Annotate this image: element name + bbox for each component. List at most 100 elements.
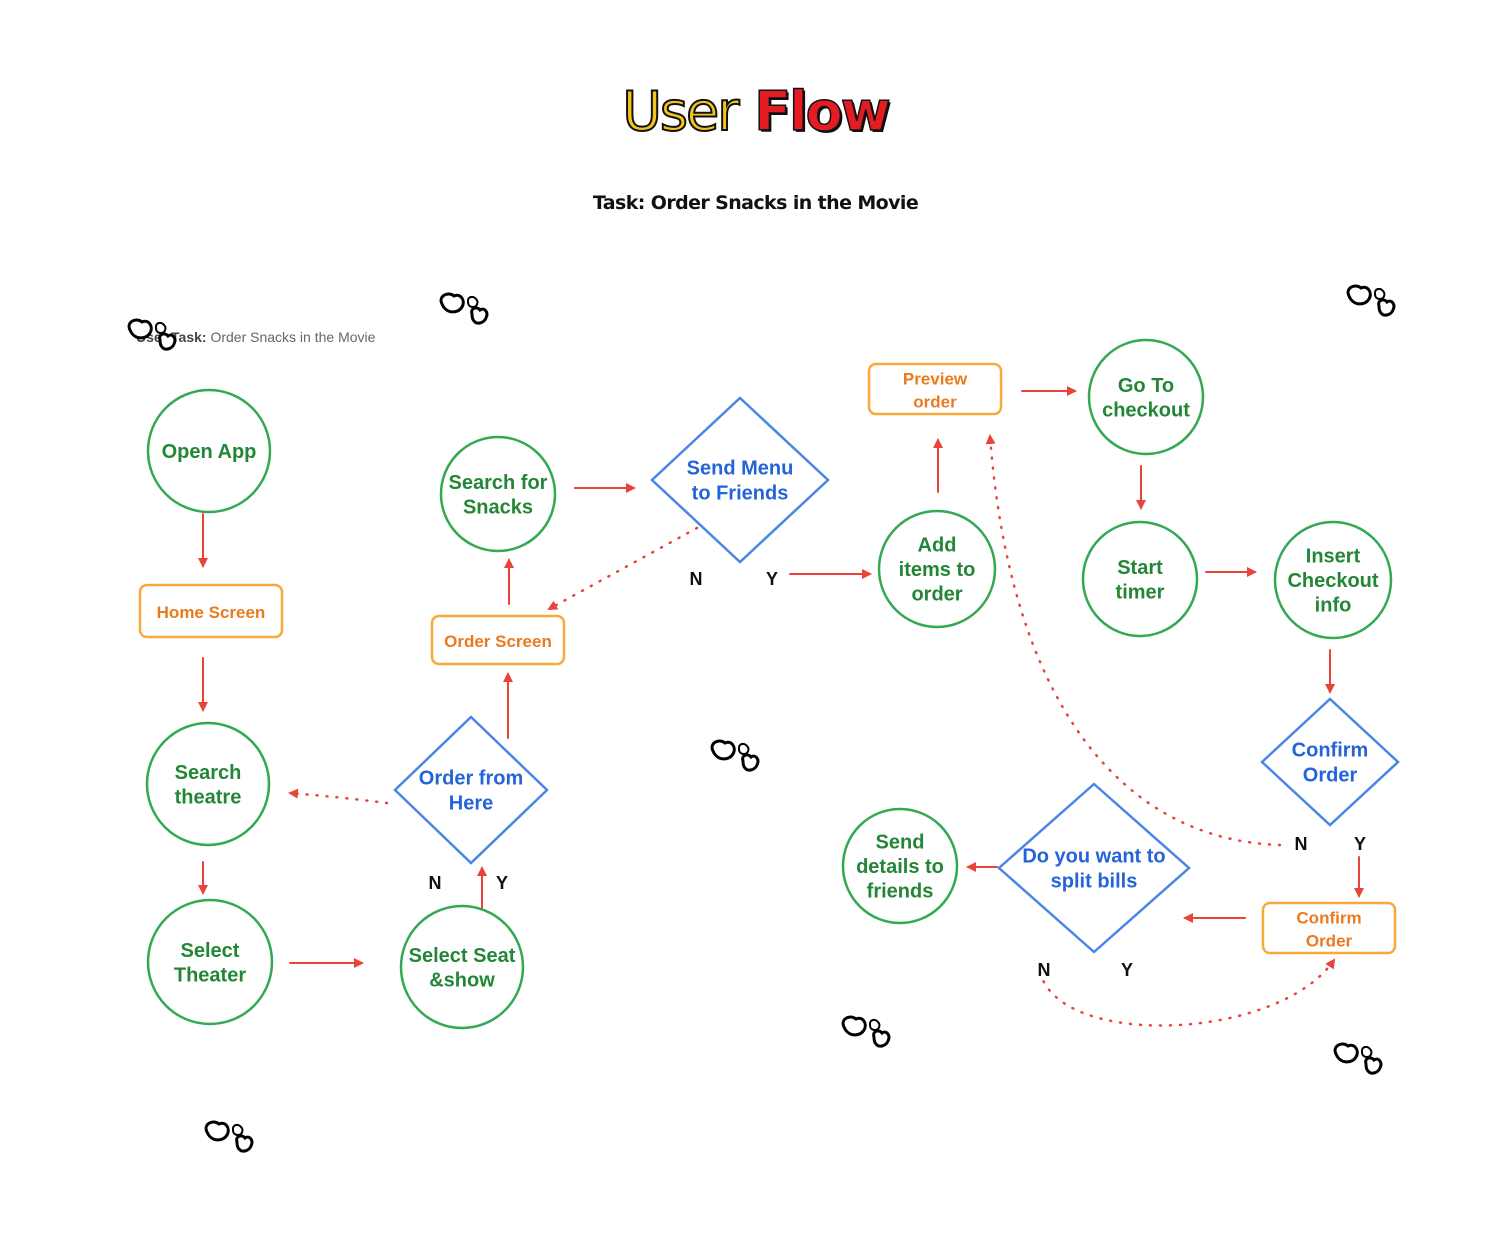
node-label-line: Snacks xyxy=(463,496,533,518)
edge-split-bills-to-confirm-order-screen xyxy=(1038,958,1336,1027)
node-label-line: to Friends xyxy=(692,483,789,505)
branch-label-yes: Y xyxy=(1121,960,1133,980)
node-label-line: Select Seat xyxy=(409,945,516,967)
branch-label-no: N xyxy=(429,873,442,893)
node-label-line: theatre xyxy=(175,786,242,808)
node-label-line: Checkout xyxy=(1287,570,1378,592)
node-label-line: Search xyxy=(175,762,242,784)
process-circle xyxy=(877,509,997,629)
node-select-seat-show[interactable]: Select Seat&show xyxy=(399,904,525,1030)
title-user: User xyxy=(621,79,740,144)
node-send-menu-to-friends[interactable]: Send Menu to Friends xyxy=(650,396,830,564)
node-label: Open App xyxy=(162,441,257,463)
popcorn-icon xyxy=(1333,1042,1383,1075)
popcorn-icon xyxy=(1346,284,1396,317)
node-label-line: Home Screen xyxy=(157,603,266,622)
node-label-line: Order Screen xyxy=(444,632,552,651)
node-order-screen[interactable]: Order Screen xyxy=(430,614,566,666)
popcorn-icon xyxy=(710,739,760,772)
node-label-line: Send Menu xyxy=(687,458,794,480)
task-subtitle: Task: Order Snacks in the Movie xyxy=(592,192,919,214)
edges-layer xyxy=(198,386,1364,1027)
node-label-line: timer xyxy=(1116,581,1165,603)
popcorn-icon xyxy=(439,292,489,325)
node-label: Send Menu to Friends xyxy=(687,458,794,505)
page-title: User Flow xyxy=(0,78,1511,146)
branch-label-no: N xyxy=(1295,834,1308,854)
process-circle xyxy=(439,435,557,553)
process-circle xyxy=(841,807,959,925)
popcorn-icon xyxy=(127,318,177,351)
node-label-line: friends xyxy=(867,881,934,903)
node-label-line: Order xyxy=(1306,932,1353,951)
title-flow: Flow xyxy=(753,79,891,144)
decision-diamond xyxy=(393,715,549,865)
node-label-line: Order xyxy=(1303,765,1358,787)
popcorn-icon xyxy=(204,1120,254,1153)
popcorn-icon xyxy=(841,1015,891,1048)
branch-label-yes: Y xyxy=(766,569,778,589)
process-circle xyxy=(146,898,274,1026)
node-label: Do you want to split bills xyxy=(1022,846,1165,893)
decision-diamond xyxy=(997,782,1191,954)
process-circle xyxy=(1273,520,1393,640)
node-label-line: Add xyxy=(918,535,957,557)
branch-label-no: N xyxy=(690,569,703,589)
node-open-app[interactable]: Open App xyxy=(146,388,272,514)
branch-label-yes: Y xyxy=(496,873,508,893)
node-label-line: Do you want to xyxy=(1022,846,1165,868)
node-label-line: split bills xyxy=(1051,871,1138,893)
node-label-line: &show xyxy=(429,969,495,991)
ghost-task-text: Order Snacks in the Movie xyxy=(206,329,376,345)
node-label-line: Confirm xyxy=(1296,909,1361,928)
node-label-line: order xyxy=(911,584,962,606)
decision-diamond xyxy=(650,396,830,564)
node-label-line: items to xyxy=(899,559,976,581)
node-split-bills[interactable]: Do you want to split bills xyxy=(997,782,1191,954)
node-label-line: Order from xyxy=(419,768,523,790)
node-label-line: Theater xyxy=(174,964,246,986)
screen-box xyxy=(867,362,1003,416)
node-label-line: Search for xyxy=(449,472,548,494)
decision-diamond xyxy=(1260,697,1400,827)
process-circle xyxy=(145,721,271,847)
node-label-line: Here xyxy=(449,793,493,815)
node-label-line: details to xyxy=(856,856,944,878)
node-label: Order Screen xyxy=(444,632,552,651)
node-label-line: order xyxy=(913,393,957,412)
process-circle xyxy=(1081,520,1199,638)
process-circle xyxy=(1087,338,1205,456)
node-label-line: info xyxy=(1315,595,1352,617)
decorations-layer xyxy=(127,284,1396,1153)
node-label-line: Send xyxy=(876,832,925,854)
branch-label-no: N xyxy=(1038,960,1051,980)
node-home-screen[interactable]: Home Screen xyxy=(138,583,284,639)
node-label: Select Seat&show xyxy=(409,945,516,992)
process-circle xyxy=(399,904,525,1030)
screen-box xyxy=(138,583,284,639)
process-circle xyxy=(146,388,272,514)
node-label-line: Insert xyxy=(1306,546,1361,568)
